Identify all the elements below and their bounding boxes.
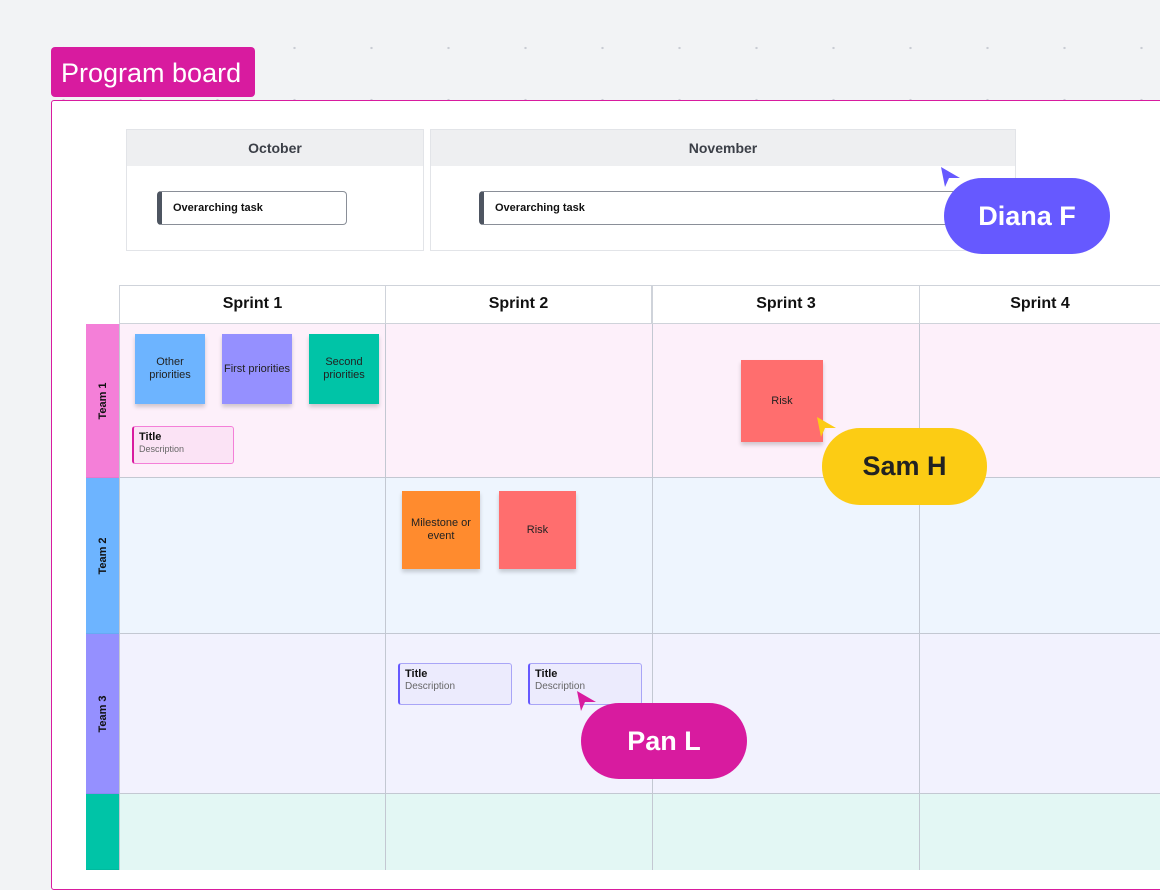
month-november: November — [430, 129, 1016, 251]
sticky-milestone[interactable]: Milestone or event — [402, 491, 480, 569]
month-label: October — [127, 130, 423, 166]
team-tab-1: Team 1 — [86, 324, 119, 478]
card-description: Description — [139, 444, 185, 454]
collaborator-cursor-sam: Sam H — [822, 428, 987, 505]
collaborator-cursor-pan: Pan L — [581, 703, 747, 779]
cursor-arrow-icon — [817, 417, 836, 437]
cursor-arrow-icon — [577, 691, 596, 711]
sticky-risk-team1[interactable]: Risk — [741, 360, 823, 442]
collaborator-cursor-diana: Diana F — [944, 178, 1110, 254]
team4-row — [119, 794, 1160, 870]
card-title: Title — [535, 668, 558, 680]
team2-row — [119, 478, 1160, 634]
team-label: Team 1 — [96, 381, 109, 420]
overarching-task-november[interactable]: Overarching task — [479, 191, 969, 225]
team-tab-3: Team 3 — [86, 634, 119, 794]
sticky-first-priorities[interactable]: First priorities — [222, 334, 292, 404]
card-title: Title — [405, 668, 428, 680]
task-card[interactable]: Title Description — [132, 426, 234, 464]
team-tab-2: Team 2 — [86, 478, 119, 634]
team-label: Team 3 — [96, 694, 109, 733]
column-divider — [919, 324, 920, 870]
team-label: Team 2 — [96, 536, 109, 575]
column-divider — [652, 324, 653, 870]
card-description: Description — [535, 681, 586, 692]
sticky-other-priorities[interactable]: Other priorities — [135, 334, 205, 404]
column-divider — [385, 324, 386, 870]
column-divider — [119, 324, 120, 870]
sprint-header-2: Sprint 2 — [385, 285, 652, 324]
sticky-second-priorities[interactable]: Second priorities — [309, 334, 379, 404]
sprint-header-4: Sprint 4 — [919, 285, 1160, 324]
sticky-risk-team2[interactable]: Risk — [499, 491, 576, 569]
board-title[interactable]: Program board — [51, 47, 255, 97]
card-title: Title — [139, 431, 162, 443]
task-card[interactable]: Title Description — [398, 663, 512, 705]
cursor-arrow-icon — [941, 167, 960, 187]
sprint-header-3: Sprint 3 — [652, 285, 920, 324]
team1-row — [119, 324, 1160, 478]
month-october: October — [126, 129, 424, 251]
team-tab-4 — [86, 794, 119, 870]
card-description: Description — [405, 681, 456, 692]
overarching-task-october[interactable]: Overarching task — [157, 191, 347, 225]
sprint-header-1: Sprint 1 — [119, 285, 386, 324]
month-label: November — [431, 130, 1015, 166]
